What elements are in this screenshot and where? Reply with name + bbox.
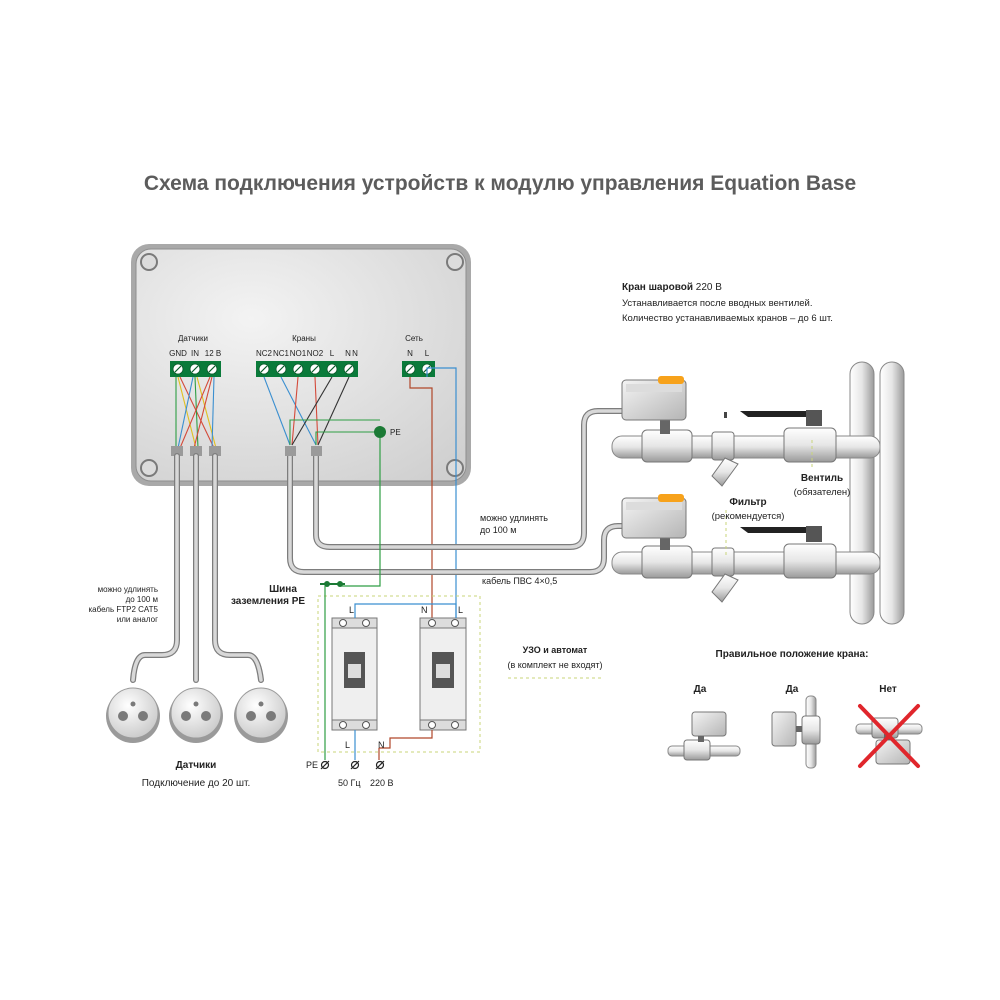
sensors-note: Подключение до 20 шт.: [142, 778, 251, 789]
valves-group-label: Краны: [292, 334, 316, 343]
cable-valves-text-1: можно удлинять: [480, 513, 548, 523]
cable-valves-text-3: кабель ПВС 4×0,5: [482, 576, 557, 586]
terminal-label-net-n: N: [407, 349, 413, 358]
terminal-label-nc2: NC2: [256, 349, 273, 358]
orientation-no: Нет: [879, 684, 897, 695]
breaker-left: [331, 617, 378, 731]
valve-info-name: Кран шаровой: [622, 282, 693, 293]
terminal-label-gnd: GND: [169, 349, 187, 358]
breakers-frame: [317, 595, 481, 753]
terminal-label-net-l: L: [425, 349, 430, 358]
cable-sensors-text-1: можно удлинять: [98, 585, 158, 594]
valve-info-line-2: Количество устанавливаемых кранов – до 6…: [622, 313, 833, 324]
valve-info-line-1: Устанавливается после вводных вентилей.: [622, 298, 812, 309]
sensors-terminal-block: [170, 361, 221, 377]
terminal-label-nc1: NC1: [273, 349, 290, 358]
valve-wires: [263, 376, 380, 446]
cable-valves-text-2: до 100 м: [480, 525, 516, 535]
cable-sensors-text-3: кабель FTP2 CAT5: [89, 605, 159, 614]
pe-terminal-label: PE: [390, 428, 401, 437]
sensor-3: [234, 687, 288, 743]
network-terminal-block: [402, 361, 435, 377]
filter-label: Фильтр: [729, 497, 766, 508]
breaker-right-bottom-label: N: [378, 740, 385, 750]
pe-bus-label-2: заземления PE: [231, 596, 305, 607]
mains-freq-label: 50 Гц: [338, 778, 361, 788]
valves-terminal-block: [256, 361, 358, 377]
breaker-right-top-n-label: N: [421, 605, 428, 615]
red-cross-icon: [858, 704, 920, 768]
mains-pe-label: PE: [306, 760, 318, 770]
ventil-label: Вентиль: [801, 473, 843, 484]
orientation-example-2: [771, 695, 821, 769]
orientation-title: Правильное положение крана:: [716, 649, 869, 660]
sensor-1: [106, 687, 160, 743]
orientation-yes-1: Да: [694, 684, 707, 695]
terminal-label-l: L: [330, 349, 335, 358]
breakers-title: УЗО и автомат: [523, 645, 588, 655]
ventil-note: (обязателен): [794, 487, 851, 498]
mains-terminals: [320, 760, 385, 770]
filter-note: (рекомендуется): [712, 511, 785, 522]
breaker-left-top-label: L: [349, 605, 354, 615]
sensor-2: [169, 687, 223, 743]
breaker-wire-n: [379, 730, 433, 749]
sensors-group-label: Датчики: [178, 334, 208, 343]
pe-terminal: [374, 426, 386, 438]
terminal-label-in: IN: [191, 349, 199, 358]
terminal-label-n2: N: [352, 349, 358, 358]
mains-voltage-label: 220 В: [370, 778, 394, 788]
valve-info-title: Кран шаровой 220 В: [622, 282, 722, 293]
terminal-label-n1: N: [345, 349, 351, 358]
terminal-label-no1: NO1: [290, 349, 307, 358]
breaker-right: [419, 617, 467, 731]
orientation-example-3: [855, 717, 923, 765]
breakers-note: (в комплект не входят): [507, 660, 602, 670]
breaker-wire-l: [354, 603, 457, 618]
pe-wire: [340, 438, 381, 587]
cable-sensors-text-2: до 100 м: [126, 595, 158, 604]
network-wire-l: [426, 367, 457, 618]
cable-sensors-text-4: или аналог: [117, 615, 158, 624]
cable-glands: [171, 446, 322, 456]
lower-valve-assembly: [611, 494, 881, 603]
sensor-devices: [106, 687, 288, 743]
breaker-left-bottom-label: L: [345, 740, 350, 750]
breaker-right-top-l-label: L: [458, 605, 463, 615]
sensor-wires: [175, 376, 217, 449]
pe-bus-label-1: Шина: [269, 584, 297, 595]
sensor-cables: [130, 453, 264, 683]
upper-valve-assembly: [611, 376, 881, 487]
terminal-label-12v: 12 В: [205, 349, 221, 358]
sensors-title: Датчики: [176, 760, 217, 771]
vertical-pipes: [849, 361, 905, 625]
valve-info-voltage: 220 В: [696, 282, 722, 293]
network-wire-n: [409, 377, 433, 618]
orientation-yes-2: Да: [786, 684, 799, 695]
terminal-label-no2: NO2: [307, 349, 324, 358]
valve-cables: [287, 408, 626, 575]
page-title: Схема подключения устройств к модулю упр…: [143, 172, 857, 195]
network-group-label: Сеть: [405, 334, 423, 343]
orientation-example-1: [667, 711, 741, 761]
